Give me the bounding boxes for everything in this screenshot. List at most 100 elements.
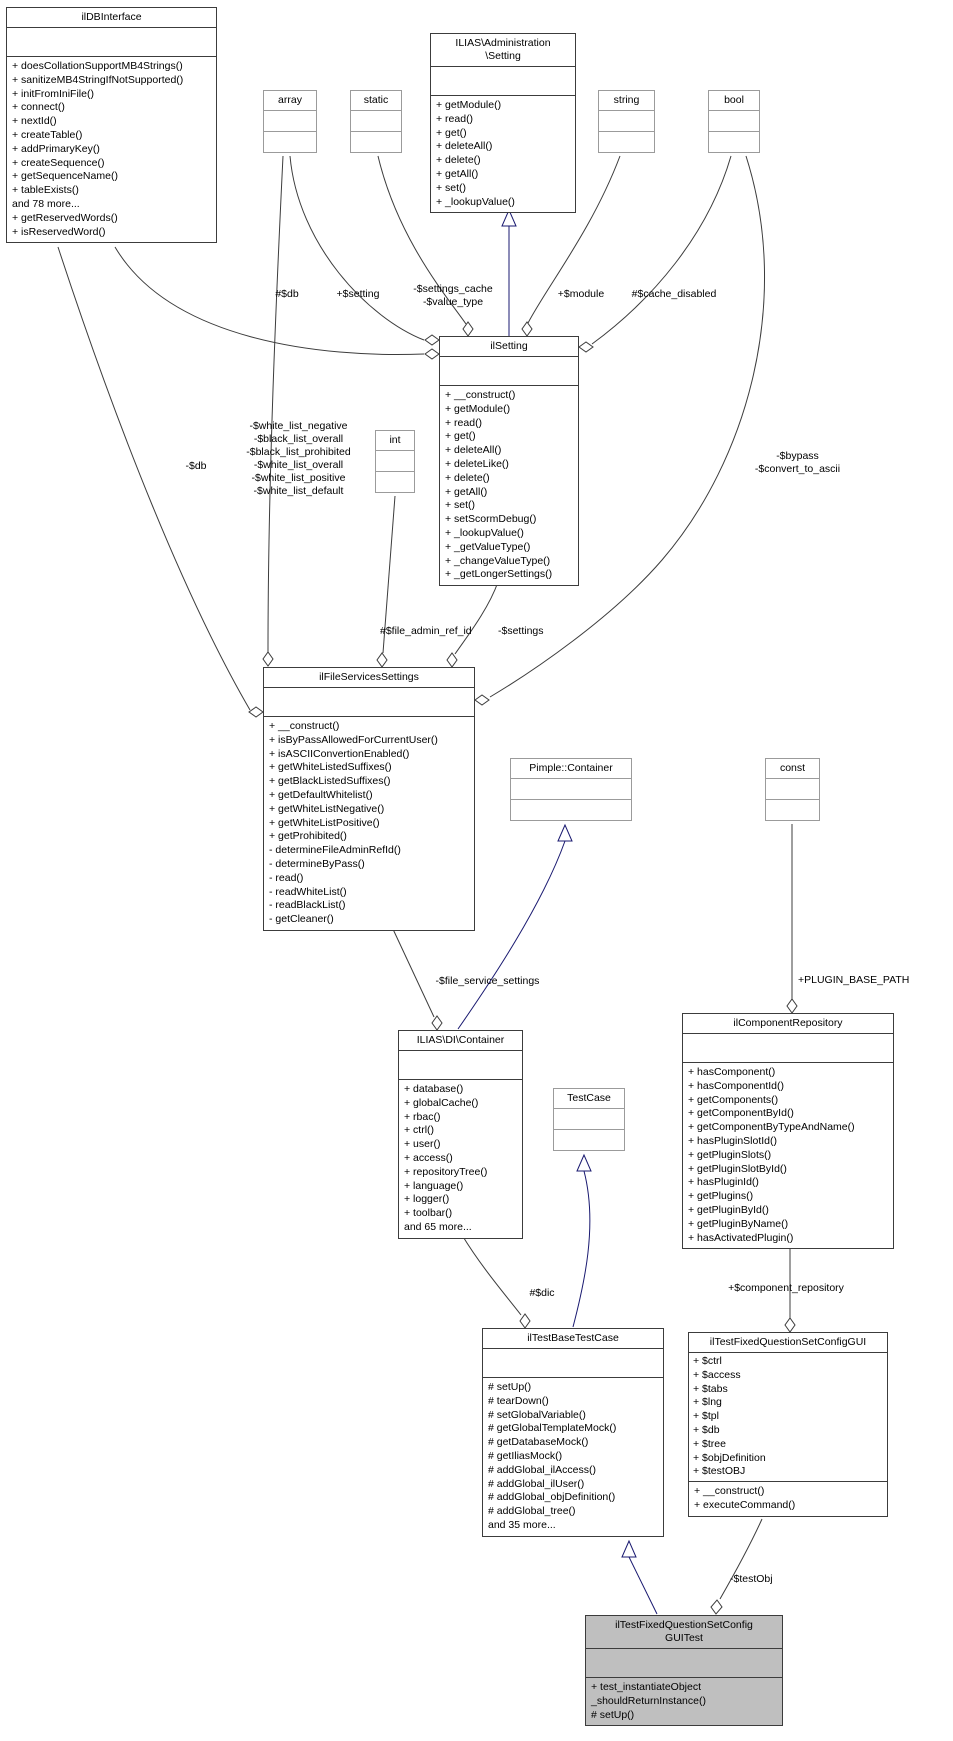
diamond-bypass: [474, 694, 490, 706]
member-line: and 65 more...: [404, 1220, 472, 1233]
member-line: + deleteAll(): [445, 444, 502, 457]
member-line: + _lookupValue(): [436, 195, 515, 208]
member-line: + hasComponent(): [688, 1066, 776, 1078]
edge-cache-disabled-usage: [591, 155, 732, 345]
member-line: + set(): [445, 499, 476, 512]
diamond-file-admin-ref-id: [376, 652, 388, 668]
class-title: ilSetting: [490, 340, 528, 352]
edge-label-component-repository: +$component_repository: [728, 1282, 844, 1294]
member-line: + getWhiteListedSuffixes(): [269, 761, 392, 774]
member-line: + createTable(): [12, 128, 83, 141]
member-line: + toolbar(): [404, 1207, 453, 1220]
member-line: - determineFileAdminRefId(): [269, 844, 401, 857]
member-line: + getPlugins(): [688, 1190, 754, 1203]
edge-label-settings: -$settings: [498, 625, 544, 637]
member-line: + $db: [693, 1423, 720, 1436]
type-title: int: [389, 434, 401, 446]
empty-compartment: [511, 799, 631, 820]
type-title: const: [779, 762, 806, 774]
class-box-ildbinterface: ilDBInterface + doesCollationSupportMB4S…: [6, 7, 217, 244]
member-line: + getAll(): [436, 167, 479, 180]
member-line: + repositoryTree(): [404, 1165, 488, 1178]
diamond-setting: [424, 334, 440, 346]
type-box-const: const: [765, 758, 820, 821]
class-methods: + hasComponent()+ hasComponentId()+ getC…: [683, 1062, 893, 1248]
edge-label-settings-cache: -$settings_cache -$value_type: [413, 283, 493, 308]
member-line: # tearDown(): [488, 1394, 549, 1407]
diamond-module: [521, 321, 533, 337]
class-attributes: [399, 1050, 522, 1079]
member-line: - readWhiteList(): [269, 885, 347, 898]
type-title: bool: [724, 94, 744, 106]
member-line: + user(): [404, 1138, 441, 1151]
member-line: # getIliasMock(): [488, 1449, 563, 1462]
edge-label-module: +$module: [557, 288, 605, 300]
member-line: + getComponents(): [688, 1093, 779, 1106]
member-line: + hasPluginSlotId(): [688, 1134, 778, 1147]
diamond-testobj: [710, 1599, 723, 1615]
diamond-db: [424, 348, 440, 360]
edge-label-cache-disabled: #$cache_disabled: [631, 288, 717, 300]
diamond-component-repository: [784, 1317, 796, 1333]
member-line: + access(): [404, 1151, 453, 1164]
member-line: # addGlobal_ilAccess(): [488, 1463, 596, 1476]
diamond-white-lists: [262, 651, 274, 667]
member-line: # setUp(): [591, 1708, 635, 1721]
member-line: + getModule(): [436, 99, 502, 111]
class-methods: + getModule()+ read()+ get()+ deleteAll(…: [431, 95, 575, 212]
member-line: + $lng: [693, 1396, 722, 1409]
member-line: + database(): [404, 1083, 464, 1095]
type-box-array: array: [263, 90, 317, 153]
edge-label-file-service-settings: -$file_service_settings: [435, 975, 540, 987]
member-line: + __construct(): [694, 1485, 765, 1498]
member-line: + getPluginSlotById(): [688, 1162, 787, 1175]
type-box-bool: bool: [708, 90, 760, 153]
class-box-ilfileservicessettings: ilFileServicesSettings + __construct()+ …: [263, 667, 475, 931]
member-line: + addPrimaryKey(): [12, 142, 100, 155]
type-box-string: string: [598, 90, 655, 153]
class-title: ilTestBaseTestCase: [527, 1332, 619, 1344]
member-line: + getWhiteListNegative(): [269, 802, 385, 815]
member-line: + connect(): [12, 101, 65, 114]
class-attributes: [586, 1648, 782, 1677]
member-line: + getPluginById(): [688, 1203, 769, 1216]
member-line: + _getValueType(): [445, 540, 531, 553]
diamond-file-service-settings: [431, 1015, 443, 1031]
member-line: and 35 more...: [488, 1518, 556, 1531]
member-line: - getCleaner(): [269, 913, 334, 926]
class-attributes: [483, 1348, 663, 1377]
member-line: # setGlobalVariable(): [488, 1408, 586, 1421]
member-line: + hasPluginId(): [688, 1176, 759, 1189]
class-attributes: [431, 66, 575, 95]
member-line: - determineByPass(): [269, 857, 365, 870]
class-title: ILIAS\Administration \Setting: [455, 37, 551, 62]
type-title: TestCase: [567, 1092, 611, 1104]
class-attributes: [7, 27, 216, 56]
edge-db2-usage: [57, 246, 251, 711]
member-line: + isASCIIConvertionEnabled(): [269, 747, 410, 760]
empty-compartment: [599, 110, 654, 131]
member-line: + globalCache(): [404, 1096, 479, 1109]
member-line: + delete(): [445, 471, 490, 484]
member-line: + read(): [445, 416, 483, 429]
edge-label-bypass: -$bypass -$convert_to_ascii: [754, 450, 841, 475]
member-line: + getPluginByName(): [688, 1217, 789, 1230]
member-line: + getWhiteListPositive(): [269, 816, 380, 829]
member-line: + getComponentById(): [688, 1107, 794, 1120]
empty-compartment: [766, 778, 819, 799]
member-line: - readBlackList(): [269, 899, 346, 912]
diamond-settings2: [446, 652, 458, 668]
member-line: + __construct(): [269, 720, 340, 732]
edge-white-lists-usage: [267, 155, 284, 653]
empty-compartment: [511, 778, 631, 799]
diamond-settings-cache: [462, 321, 474, 337]
type-title: Pimple::Container: [529, 762, 613, 774]
empty-compartment: [264, 110, 316, 131]
member-line: + $testOBJ: [693, 1465, 746, 1478]
member-line: + hasActivatedPlugin(): [688, 1231, 794, 1244]
class-methods: + doesCollationSupportMB4Strings()+ sani…: [7, 56, 216, 242]
type-box-int: int: [375, 430, 415, 493]
member-line: + getProhibited(): [269, 830, 347, 843]
member-line: + nextId(): [12, 115, 57, 128]
